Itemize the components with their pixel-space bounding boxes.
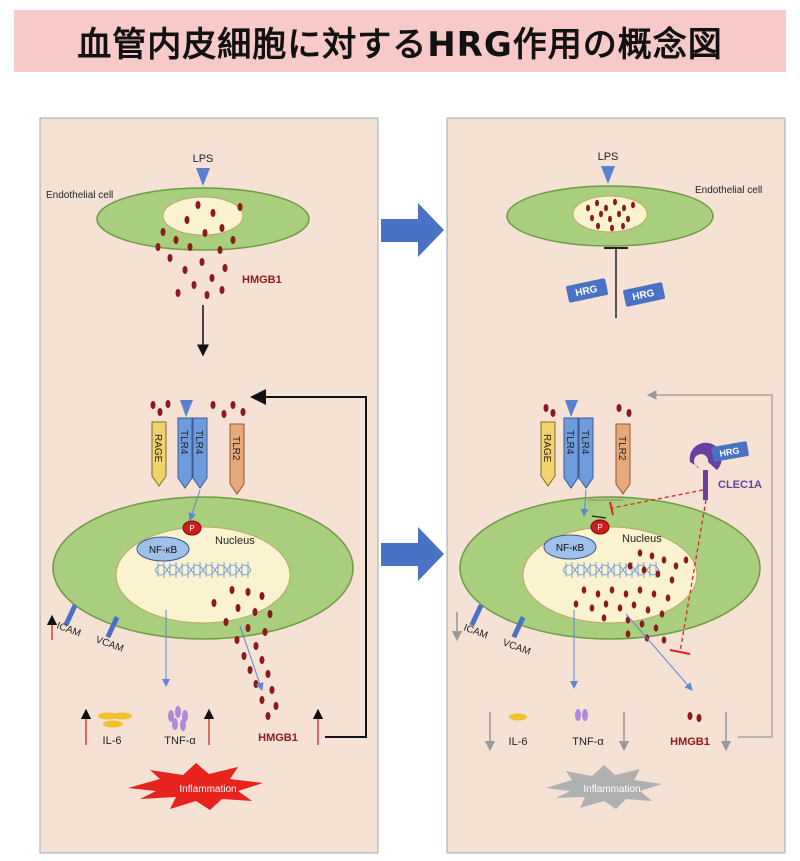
right-hmgb1-out-dots	[687, 712, 702, 722]
right-receptor-label-tlr4-b: TLR4	[579, 430, 590, 455]
left-receptor-label-tlr4-a: TLR4	[178, 430, 189, 455]
left-receptor-tlr2	[229, 423, 245, 495]
right-hrg-bound-block	[711, 441, 749, 462]
right-receptor-rage	[540, 421, 556, 487]
left-receptors: RAGE TLR4 TLR4 TLR2	[151, 417, 245, 495]
left-p-badge	[182, 520, 202, 536]
left-nfkb	[136, 536, 190, 562]
right-receptor-tlr4-b	[578, 417, 594, 489]
right-inflammation-label: Inflammation	[583, 784, 640, 795]
left-il6-shapes	[98, 712, 132, 728]
right-clec1a-stalk	[703, 470, 708, 500]
left-vcam-molecule	[105, 616, 120, 639]
right-hrg-block-2	[623, 282, 666, 307]
left-il6-label: IL-6	[103, 735, 122, 747]
left-receptor-label-tlr4-b: TLR4	[193, 430, 204, 455]
left-hmgb1-nuclear-dots	[211, 586, 279, 720]
left-lps-label: LPS	[193, 153, 214, 165]
left-hmgb1-release-label: HMGB1	[242, 274, 282, 286]
left-cell-nucleus-top	[162, 196, 244, 236]
left-hmgb1-out-label: HMGB1	[258, 732, 298, 744]
left-nfkb-label: NF-κB	[149, 545, 178, 556]
right-vcam-molecule	[511, 616, 526, 639]
right-inflammation-burst	[546, 765, 662, 809]
right-icam-molecule	[469, 604, 484, 627]
right-clec1a-inhibit-hmgb1-bar	[669, 649, 691, 655]
right-signal-arrow	[580, 489, 589, 517]
left-feedback-loop	[250, 389, 367, 738]
right-il6-label: IL-6	[509, 736, 528, 748]
left-receptor-rage	[151, 421, 167, 487]
right-receptor-label-tlr4-a: TLR4	[564, 430, 575, 455]
left-lps-arrow	[196, 168, 210, 186]
right-receptor-label-rage: RAGE	[541, 434, 552, 463]
right-dna-helix	[562, 562, 660, 578]
left-receptor-label-rage: RAGE	[152, 434, 163, 463]
right-hmgb1-retained-dots	[586, 198, 635, 232]
left-signal-arrow	[188, 489, 201, 521]
right-clec1a-label: CLEC1A	[718, 479, 762, 491]
right-endothelial-cell-label: Endothelial cell	[695, 185, 762, 196]
left-tnfa-label: TNF-α	[164, 735, 196, 747]
right-p-badge	[590, 519, 610, 535]
left-lps-receptor-marker	[180, 400, 193, 417]
left-tnfa-shapes	[168, 706, 188, 731]
left-receptor-tlr4-a	[177, 417, 193, 489]
right-receptor-tlr2	[615, 423, 631, 495]
right-receptor-label-tlr2: TLR2	[616, 436, 627, 461]
left-hmgb1-out-arrow	[239, 625, 264, 691]
left-receptor-tlr4-b	[192, 417, 208, 489]
right-hmgb1-receptor-dots	[543, 404, 632, 417]
left-endothelial-cell-label: Endothelial cell	[46, 190, 113, 201]
left-icam-molecule	[63, 604, 78, 627]
right-hrg-label-2: HRG	[631, 288, 655, 303]
transition-arrow-top	[381, 203, 444, 257]
right-tnfa-shapes	[575, 709, 588, 721]
right-clec1a-inhibit-hmgb1	[679, 499, 707, 653]
left-inflammation-label: Inflammation	[179, 784, 236, 795]
right-cell-nucleus-top	[572, 195, 648, 233]
right-tnfa-label: TNF-α	[572, 736, 604, 748]
right-inhibit-bar-p	[591, 515, 607, 519]
left-p-label: P	[189, 524, 194, 533]
right-lps-receptor-marker	[565, 400, 578, 417]
right-feedback-loop	[646, 390, 773, 738]
right-hrg-label-1: HRG	[574, 284, 598, 299]
right-receptors: RAGE TLR4 TLR4 TLR2	[540, 417, 631, 495]
right-hmgb1-out-label: HMGB1	[670, 736, 710, 748]
right-nfkb	[543, 534, 597, 560]
left-dna-helix	[154, 562, 252, 578]
right-lps-arrow	[601, 166, 615, 184]
right-lps-label: LPS	[598, 151, 619, 163]
left-inflammation-burst	[128, 763, 263, 810]
transition-arrow-bottom	[381, 527, 444, 581]
right-p-label: P	[597, 523, 602, 532]
left-receptor-label-tlr2: TLR2	[230, 436, 241, 461]
title-banner: 血管内皮細胞に対するHRG作用の概念図	[14, 10, 786, 72]
right-hrg-bound-label: HRG	[719, 445, 740, 458]
right-clec1a-inhibit-receptor-bar	[609, 501, 614, 516]
right-receptor-tlr4-a	[563, 417, 579, 489]
right-hmgb1-out-arrow	[625, 613, 693, 691]
right-il6-shape	[509, 713, 527, 721]
left-nucleus-label: Nucleus	[215, 535, 255, 547]
right-nucleus-label: Nucleus	[622, 533, 662, 545]
right-nfkb-label: NF-κB	[556, 543, 585, 554]
left-hmgb1-receptor-dots	[150, 400, 246, 418]
left-hmgb1-released-dots	[155, 201, 243, 299]
right-clec1a-inhibit-receptor	[611, 489, 704, 509]
page-title: 血管内皮細胞に対するHRG作用の概念図	[77, 24, 723, 65]
right-hrg-block-1	[566, 278, 609, 303]
